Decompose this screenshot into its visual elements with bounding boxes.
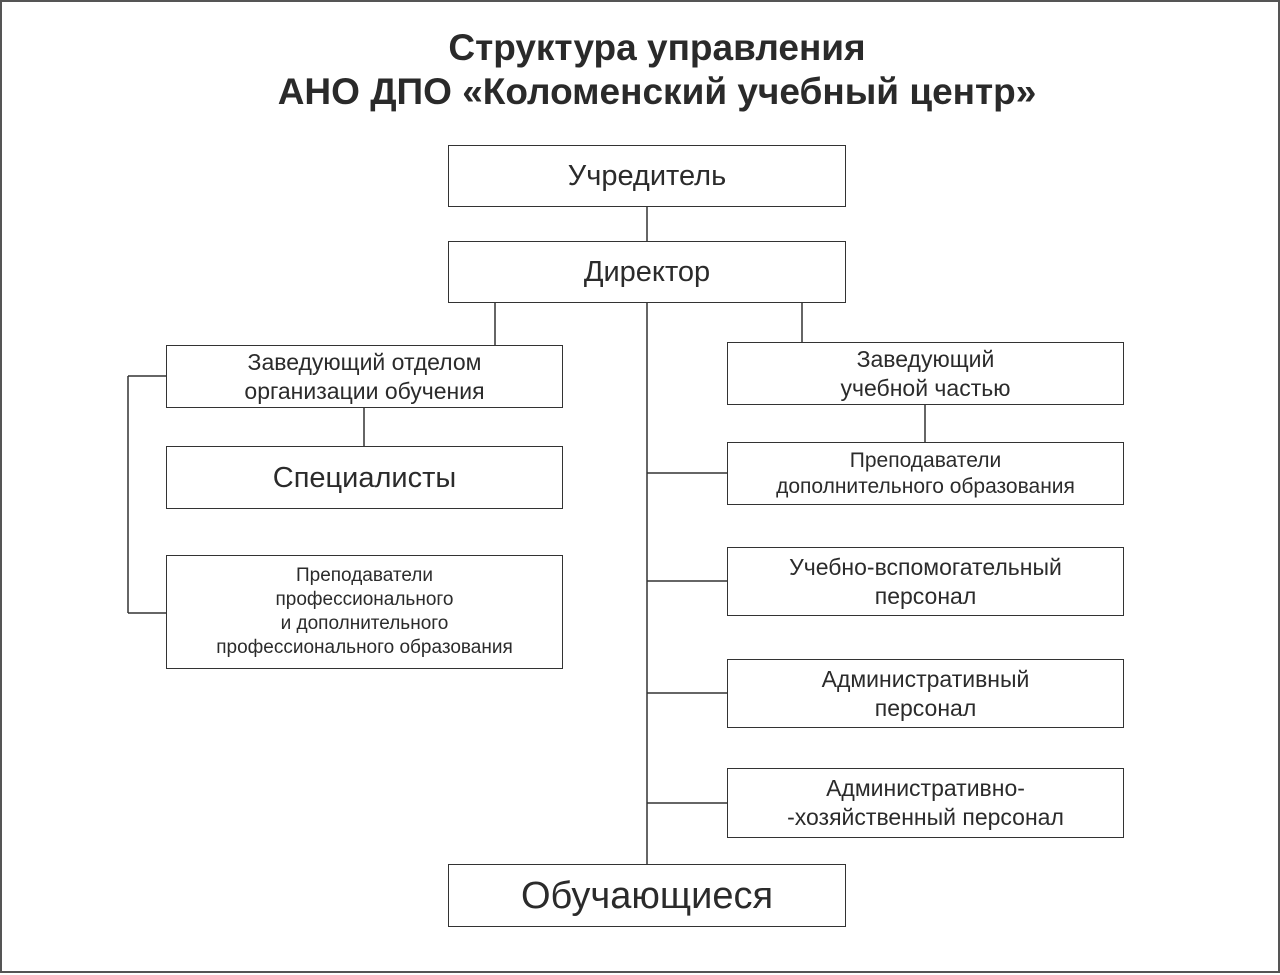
node-head-academic-unit: Заведующий учебной частью (727, 342, 1124, 405)
chart-title-line-1: Структура управления (448, 27, 866, 68)
node-founder: Учредитель (448, 145, 846, 207)
node-administrative-household-staff: Административно- -хозяйственный персонал (727, 768, 1124, 838)
node-specialists: Специалисты (166, 446, 563, 509)
node-teachers-additional: Преподаватели дополнительного образовани… (727, 442, 1124, 505)
node-director: Директор (448, 241, 846, 303)
node-students: Обучающиеся (448, 864, 846, 927)
node-support-staff: Учебно-вспомогательный персонал (727, 547, 1124, 616)
node-head-training-department: Заведующий отделом организации обучения (166, 345, 563, 408)
node-administrative-staff: Административный персонал (727, 659, 1124, 728)
node-teachers-professional: Преподаватели профессионального и дополн… (166, 555, 563, 669)
chart-title-line-2: АНО ДПО «Коломенский учебный центр» (277, 71, 1037, 112)
